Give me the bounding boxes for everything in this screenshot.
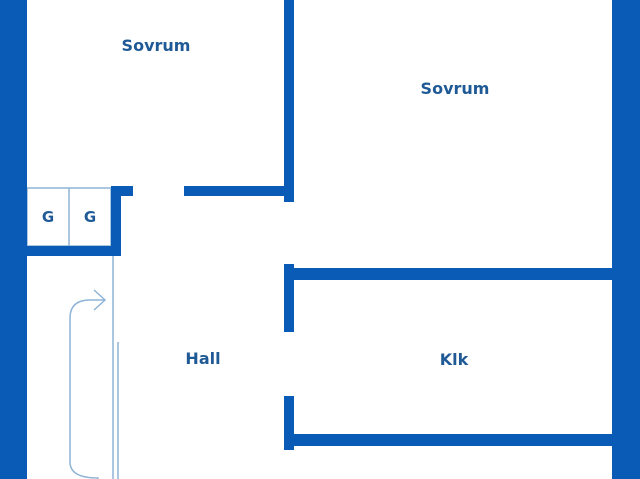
wall-closet-left-upper bbox=[284, 264, 294, 332]
wall-closet-left-lower bbox=[284, 396, 294, 450]
stair-path bbox=[69, 299, 104, 479]
wall-bedroom1-bottom bbox=[184, 186, 294, 196]
wardrobe-label-1: G bbox=[42, 208, 54, 226]
wall-wardrobe-right bbox=[111, 186, 121, 256]
thin-lines bbox=[26, 187, 119, 479]
wardrobe-label-2: G bbox=[84, 208, 96, 226]
room-label-bedroom-2: Sovrum bbox=[421, 79, 490, 98]
wall-right-outer bbox=[612, 0, 640, 479]
room-label-bedroom-1: Sovrum bbox=[122, 36, 191, 55]
room-label-closet: Klk bbox=[440, 350, 469, 369]
wall-left-outer bbox=[0, 0, 27, 479]
wall-bedroom2-bottom bbox=[284, 268, 612, 280]
wall-hall-top-stub bbox=[111, 186, 133, 196]
curved-arrow-icon bbox=[93, 289, 107, 311]
room-label-hall: Hall bbox=[185, 349, 220, 368]
wall-closet-bottom bbox=[284, 434, 612, 446]
wall-wardrobe-bottom bbox=[27, 246, 121, 256]
wall-center-upper bbox=[284, 0, 294, 202]
